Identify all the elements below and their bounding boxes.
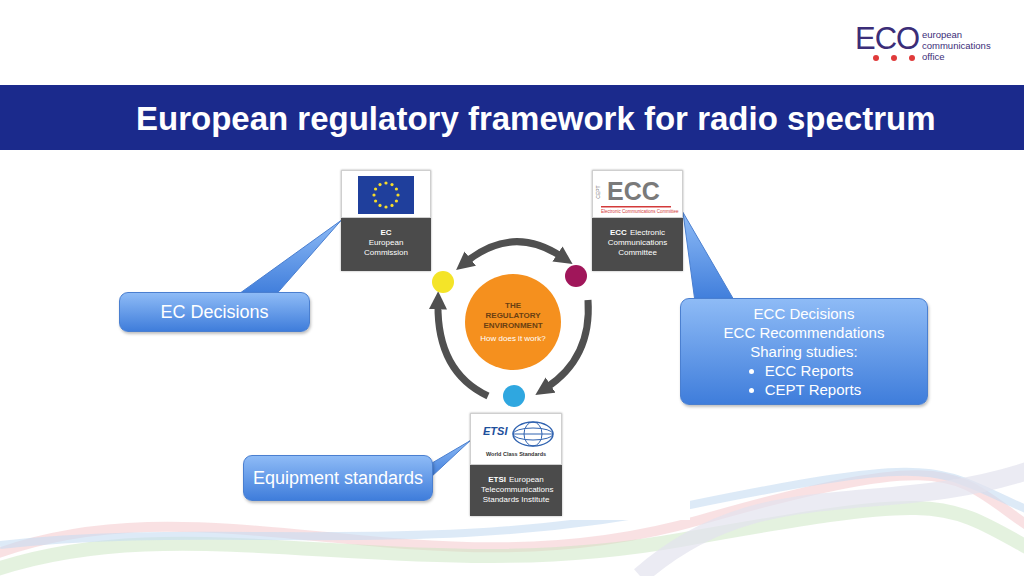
logo-text: ECC — [607, 177, 660, 205]
callout-text: ECC Decisions — [754, 304, 855, 323]
logo-text: World Class Standards — [471, 451, 561, 457]
bullet-item: CEPT Reports — [765, 380, 861, 399]
cycle-arrow — [466, 242, 562, 262]
logo-caption: european communications office — [922, 29, 994, 62]
name-text-block: ETSIEuropean Telecommunications Standard… — [481, 475, 551, 505]
cycle-dot — [432, 271, 454, 293]
organisation-acronym: ECC — [610, 228, 627, 237]
organisation-card: ECEuropean Commission — [341, 170, 431, 271]
logo-panel: CEPT ECC Electronic Communications Committ… — [592, 170, 683, 218]
logo-text: CEPT — [595, 185, 601, 198]
callout-text: EC Decisions — [160, 301, 268, 324]
name-panel: ECEuropean Commission — [341, 218, 431, 271]
cycle-dot — [503, 385, 525, 407]
logo-wordmark: ECO — [855, 22, 919, 56]
callout-text: Equipment standards — [253, 467, 423, 490]
logo-panel — [341, 170, 431, 218]
bullet-list: ECC ReportsCEPT Reports — [747, 361, 861, 399]
circle-heading: THE REGULATORY ENVIRONMENT — [478, 301, 548, 331]
name-panel: ECCElectronic Communications Committee — [592, 218, 683, 271]
organisation-card: CEPTECCElectronic Communications Committ… — [592, 170, 683, 271]
bullet-item: ECC Reports — [765, 361, 861, 380]
name-panel: ETSIEuropean Telecommunications Standard… — [470, 465, 562, 516]
callout-pointer — [237, 221, 341, 296]
organisation-name: European Commission — [351, 238, 421, 258]
callout-pointer — [430, 441, 470, 478]
callout-pointer — [683, 212, 735, 301]
centre-circle: THE REGULATORY ENVIRONMENT How does it wo… — [465, 274, 561, 370]
name-text-block: ECCElectronic Communications Committee — [603, 228, 673, 258]
swirl — [640, 470, 1024, 576]
logo-text: ETSI — [483, 425, 507, 437]
callout-text: ECC Recommendations — [724, 323, 885, 342]
cycle-dot — [565, 265, 587, 287]
organisation-acronym: EC — [351, 228, 421, 238]
name-text-block: ECEuropean Commission — [351, 228, 421, 258]
circle-subtitle: How does it work? — [478, 334, 548, 344]
slide-title: European regulatory framework for radio … — [136, 99, 936, 139]
callout-text: Sharing studies: — [750, 342, 858, 361]
logo-text: Electronic Communications Committee — [601, 209, 679, 214]
callout-box: Equipment standards — [243, 455, 433, 501]
organisation-acronym: ETSI — [488, 475, 506, 484]
logo-panel: ETSI World Class Standards — [470, 413, 562, 465]
organisation-card: ETSI World Class StandardsETSIEuropean Te… — [470, 413, 562, 516]
callout-box: EC Decisions — [119, 292, 310, 332]
callout-box: ECC DecisionsECC RecommendationsSharing … — [680, 298, 928, 405]
